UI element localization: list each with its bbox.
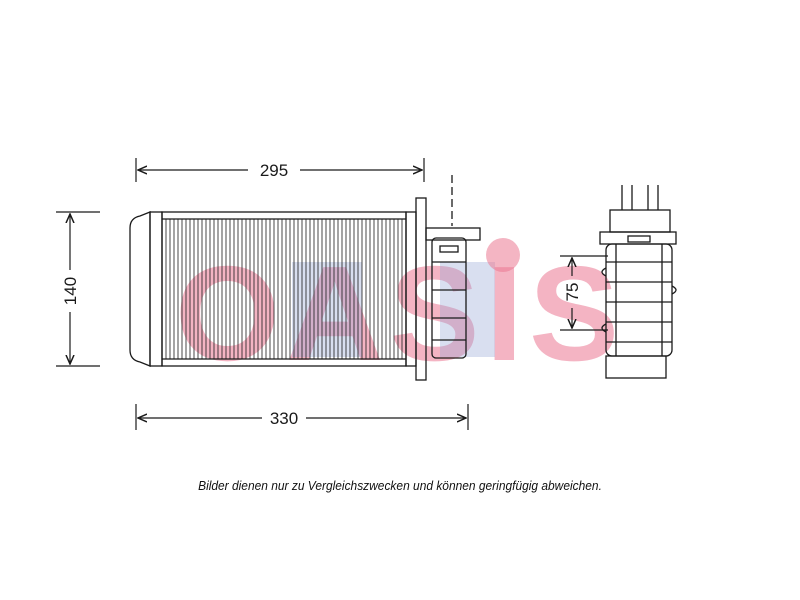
dimension-width-total: 330 (270, 409, 298, 428)
watermark-text: OASIS (175, 238, 625, 389)
dimension-side-depth: 75 (563, 283, 582, 302)
disclaimer-caption: Bilder dienen nur zu Vergleichszwecken u… (198, 478, 602, 493)
dimension-width-top: 295 (260, 161, 288, 180)
watermark-dot-icon (486, 238, 520, 272)
dimension-height: 140 (61, 277, 80, 305)
side-view (599, 185, 677, 379)
dimension-lines (56, 158, 608, 430)
core-fins (165, 219, 403, 359)
front-view (129, 175, 481, 381)
